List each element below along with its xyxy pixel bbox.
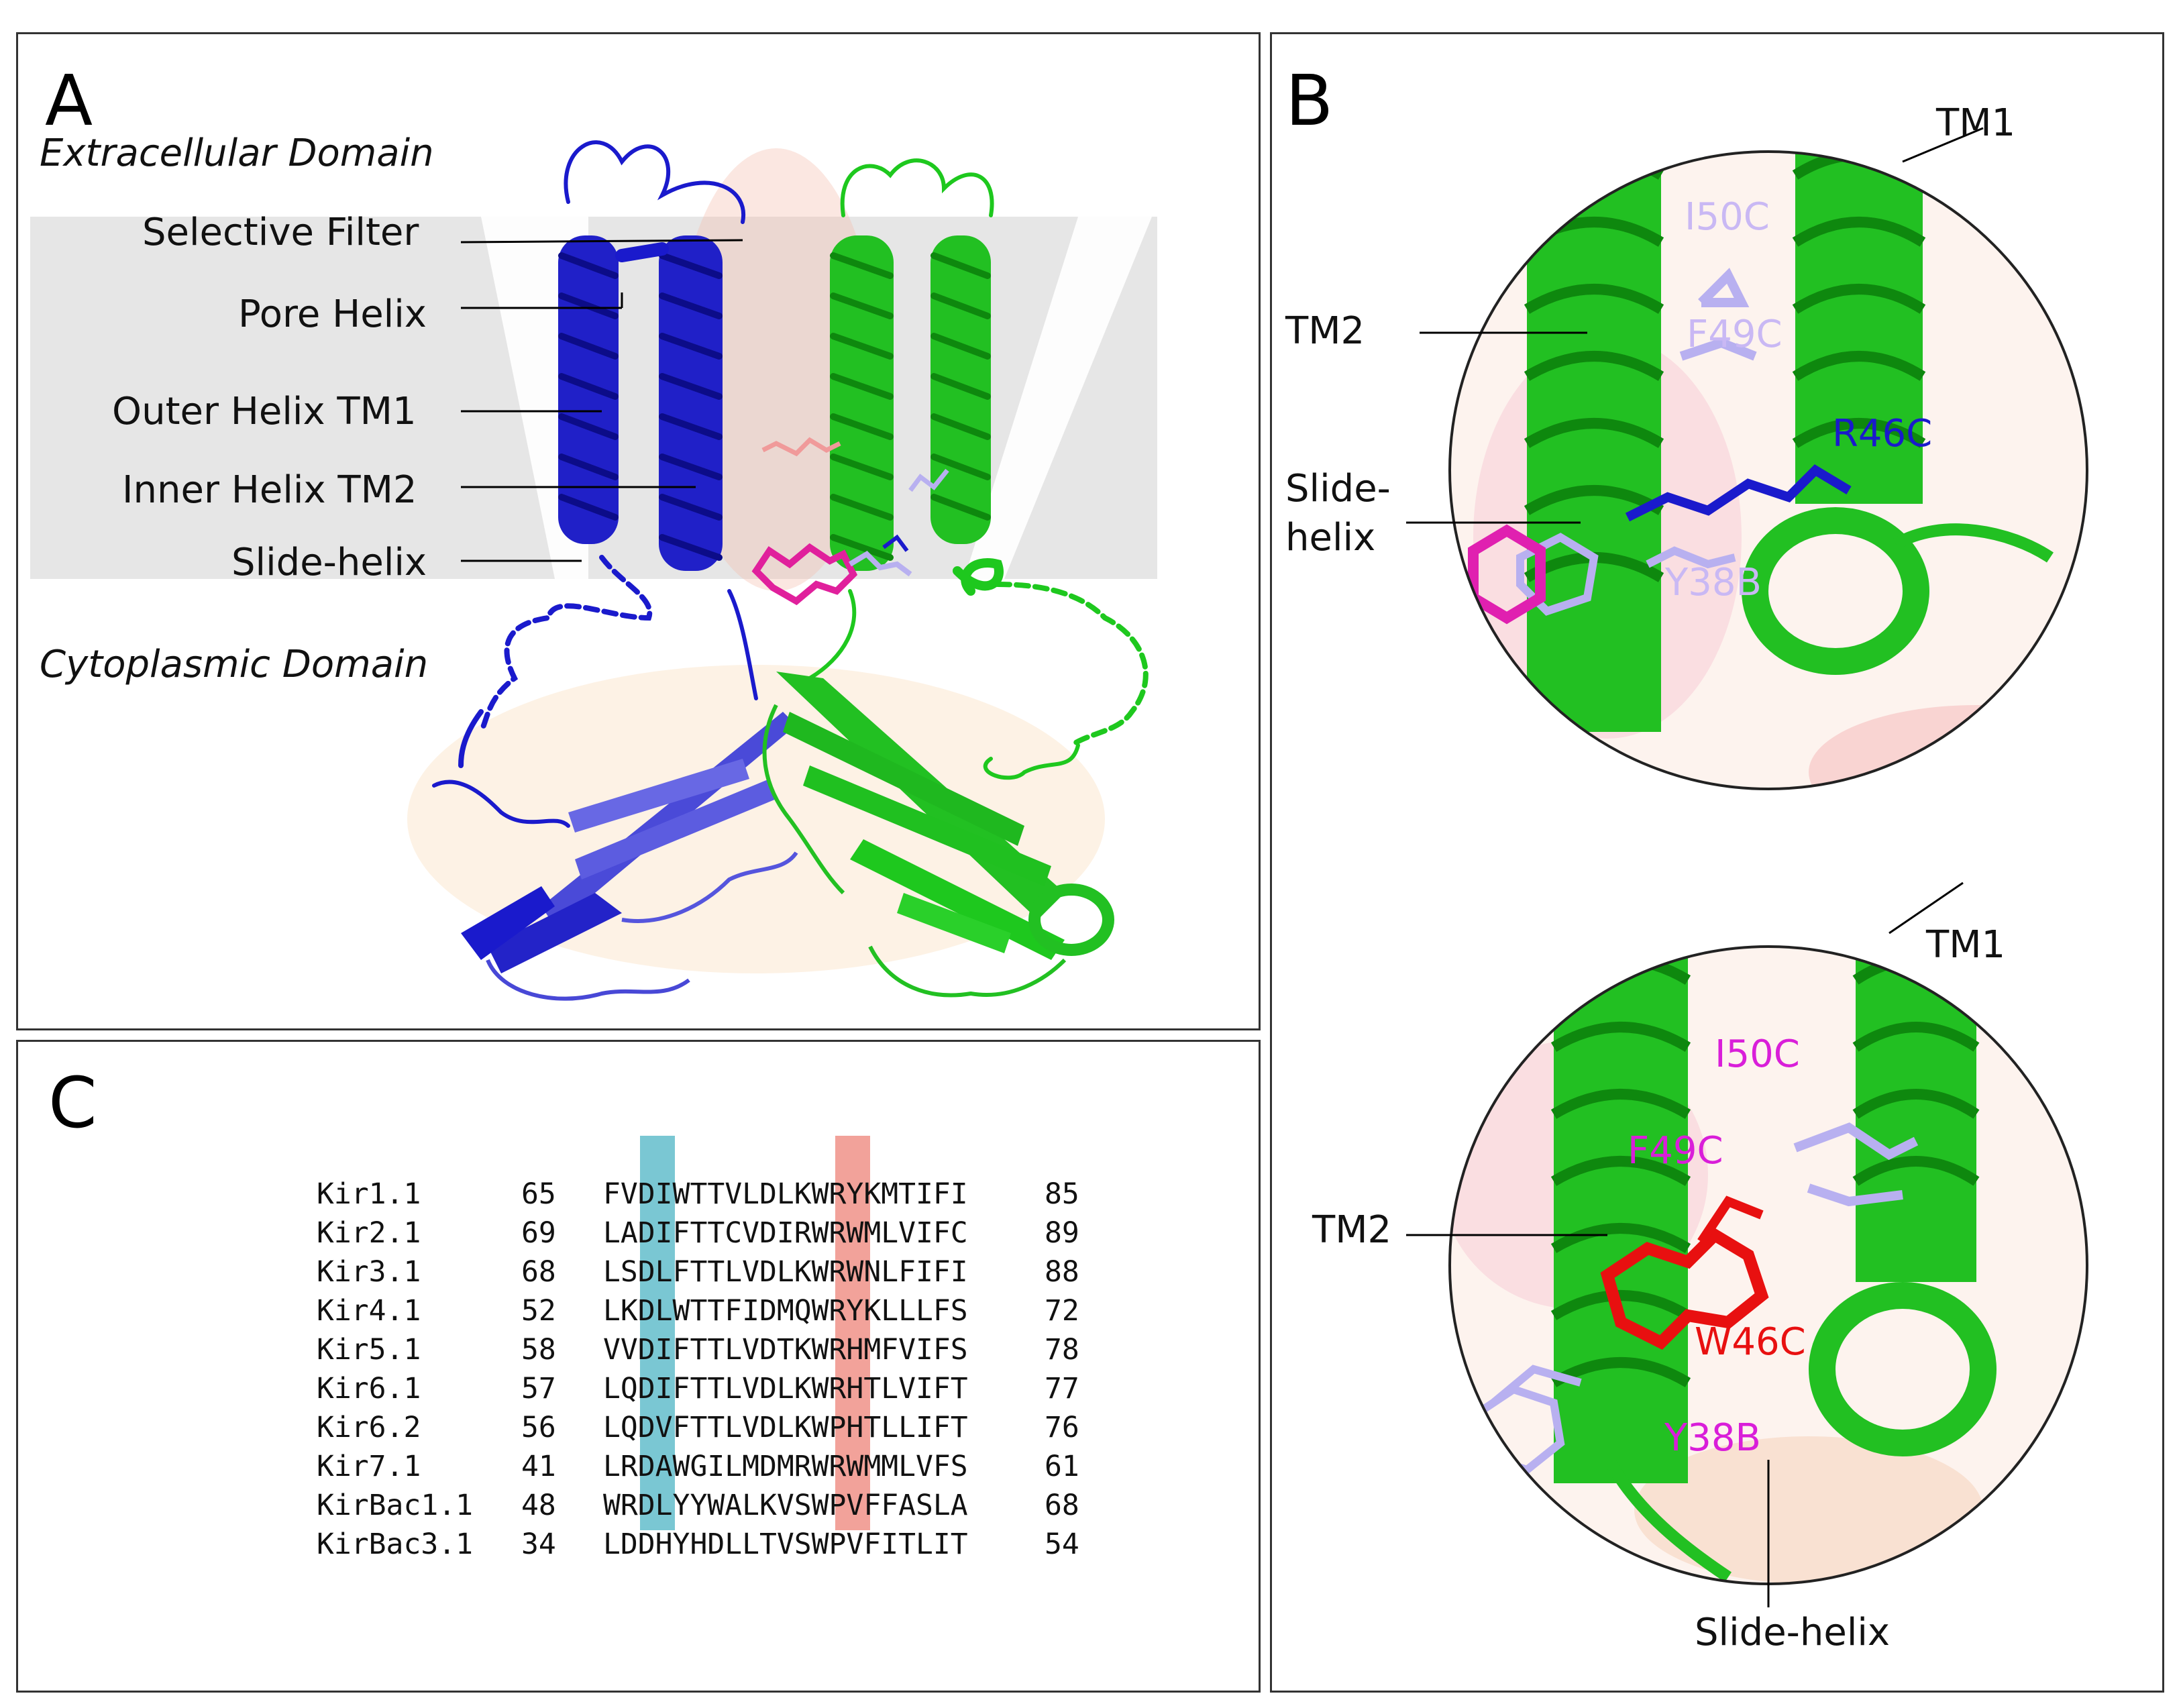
top-y38b-label: Y38B <box>1665 561 1762 604</box>
seq-end: 78 <box>1045 1333 1079 1367</box>
seq-start: 65 <box>521 1177 556 1211</box>
bottom-w46c-label: W46C <box>1695 1320 1806 1364</box>
panel-a: A Extracellular Domain Cytoplasmic Domai… <box>16 32 1261 1030</box>
top-i50c-label: I50C <box>1685 195 1770 239</box>
seq-start: 41 <box>521 1450 556 1483</box>
seq-name: Kir6.2 <box>317 1411 421 1444</box>
seq-name: Kir2.1 <box>317 1216 421 1250</box>
seq-name: Kir1.1 <box>317 1177 421 1211</box>
label-leaders <box>460 239 743 562</box>
seq-end: 61 <box>1045 1450 1079 1483</box>
panel-c: C Kir1.1 65 FVDIWTTVLDLKWRYKMTIFI 85 Kir… <box>16 1040 1261 1693</box>
bottom-tm1-label: TM1 <box>1926 923 2006 967</box>
panel-b-zoom-views <box>1406 127 2088 1607</box>
seq-start: 58 <box>521 1333 556 1367</box>
seq-start: 68 <box>521 1255 556 1289</box>
top-zoom-border <box>1448 150 2088 790</box>
top-tm2-label: TM2 <box>1285 309 1365 353</box>
selective-filter-label: Selective Filter <box>142 211 419 254</box>
outer-helix-tm1-label: Outer Helix TM1 <box>112 390 417 433</box>
seq-end: 72 <box>1045 1294 1079 1328</box>
seq-name: Kir6.1 <box>317 1372 421 1405</box>
bottom-i50c-label: I50C <box>1715 1032 1800 1076</box>
seq-start: 48 <box>521 1489 556 1522</box>
panel-a-structure <box>30 140 1157 1001</box>
seq-start: 56 <box>521 1411 556 1444</box>
seq-start: 34 <box>521 1528 556 1561</box>
top-tm1-label: TM1 <box>1936 101 2016 145</box>
top-r46c-label: R46C <box>1832 412 1933 456</box>
inner-helix-tm2-label: Inner Helix TM2 <box>122 468 417 512</box>
seq-residues: VVDIFTTLVDTKWRHMFVIFS <box>603 1333 968 1367</box>
pore-helix-label: Pore Helix <box>238 292 427 336</box>
top-slide-label-2: helix <box>1285 516 1376 559</box>
seq-residues: LSDLFTTLVDLKWRWNLFIFI <box>603 1255 968 1289</box>
seq-name: KirBac3.1 <box>317 1528 473 1561</box>
seq-end: 68 <box>1045 1489 1079 1522</box>
top-slide-label-1: Slide- <box>1285 467 1391 511</box>
seq-end: 88 <box>1045 1255 1079 1289</box>
membrane-gap-right <box>964 217 1152 579</box>
seq-name: KirBac1.1 <box>317 1489 473 1522</box>
seq-start: 69 <box>521 1216 556 1250</box>
seq-end: 77 <box>1045 1372 1079 1405</box>
seq-residues: LRDAWGILMDMRWRWMMLVFS <box>603 1450 968 1483</box>
seq-name: Kir4.1 <box>317 1294 421 1328</box>
seq-residues: LADIFTTCVDIRWRWMLVIFC <box>603 1216 968 1250</box>
top-f49c-label: F49C <box>1687 313 1783 356</box>
slide-helix-label: Slide-helix <box>231 541 427 584</box>
seq-residues: LQDVFTTLVDLKWPHTLLIFT <box>603 1411 968 1444</box>
bottom-y38b-label: Y38B <box>1664 1416 1761 1460</box>
seq-residues: LQDIFTTLVDLKWRHTLVIFT <box>603 1372 968 1405</box>
seq-end: 89 <box>1045 1216 1079 1250</box>
seq-name: Kir5.1 <box>317 1333 421 1367</box>
bottom-slide-helix-label: Slide-helix <box>1695 1611 1891 1654</box>
seq-end: 76 <box>1045 1411 1079 1444</box>
extracellular-domain-label: Extracellular Domain <box>40 131 434 175</box>
pip2-ligand <box>751 437 858 606</box>
conserved-d-highlight <box>640 1136 675 1530</box>
panel-b-leaders <box>1406 127 1984 1607</box>
back-subunit-red <box>676 148 877 591</box>
seq-residues: FVDIWTTVLDLKWRYKMTIFI <box>603 1177 968 1211</box>
green-cytoplasmic <box>762 672 1114 998</box>
green-subunit <box>808 158 1149 780</box>
bound-residues <box>848 468 949 577</box>
bottom-f49c-label: F49C <box>1628 1129 1723 1173</box>
seq-residues: LKDLWTTFIDMQWRYKLLLFS <box>603 1294 968 1328</box>
panel-c-letter: C <box>48 1062 97 1144</box>
panel-b-letter: B <box>1285 60 1334 142</box>
seq-start: 57 <box>521 1372 556 1405</box>
bottom-tm2-label: TM2 <box>1312 1208 1392 1252</box>
seq-name: Kir7.1 <box>317 1450 421 1483</box>
seq-residues: LDDHYHDLLTVSWPVFITLIT <box>603 1528 968 1561</box>
seq-start: 52 <box>521 1294 556 1328</box>
panel-b: B TM1 TM2 Slide- helix I50C F49C R46C Y3… <box>1270 32 2164 1693</box>
seq-name: Kir3.1 <box>317 1255 421 1289</box>
cytoplasmic-domain-label: Cytoplasmic Domain <box>40 643 429 686</box>
seq-end: 85 <box>1045 1177 1079 1211</box>
conserved-w-highlight <box>835 1136 870 1530</box>
seq-residues: WRDLYYWALKVSWPVFFASLA <box>603 1489 968 1522</box>
blue-cytoplasmic <box>461 712 798 1001</box>
seq-end: 54 <box>1045 1528 1079 1561</box>
panel-a-letter: A <box>45 60 93 142</box>
bottom-zoom-view <box>1450 947 2087 1584</box>
